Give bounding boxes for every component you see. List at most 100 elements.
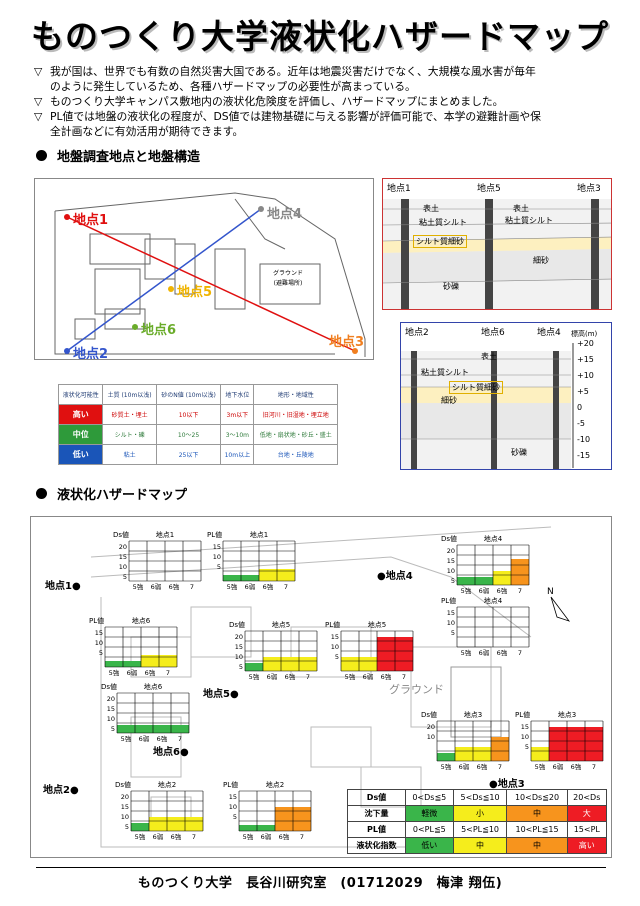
legend-head: PL値	[347, 821, 406, 838]
table-cell: 10〜25	[155, 424, 222, 445]
chart-bar	[141, 655, 159, 667]
chart-bar	[457, 577, 475, 585]
soil-site-label: 地点2	[405, 328, 429, 338]
chart-category-label: 5強	[121, 735, 132, 743]
point-name: 地点2	[43, 785, 70, 796]
chart-category-label: 6弱	[153, 833, 164, 841]
layer-label: 砂礫	[511, 448, 527, 457]
intro-line: ものつくり大学キャンパス敷地内の液状化危険度を評価し、ハザードマップにまとめまし…	[50, 95, 504, 108]
hazard-map: グラウンド N 地点1● 地点2● ●地点3 ●地点4 地点5● 地点6● 地点…	[30, 516, 612, 858]
legend-head: 沈下量	[347, 805, 406, 822]
legend-cell: 10<Ds≦20	[506, 789, 568, 806]
chart-site-title: 地点2	[158, 780, 176, 789]
chart-site-title: 地点5	[368, 620, 386, 629]
layer-label: 表土	[481, 352, 497, 361]
liquefaction-criteria-table: 液状化可能性 土質 (10m以浅) 砂のN値 (10m以浅) 地下水位 地形・地…	[57, 384, 338, 465]
table-header: 砂のN値 (10m以浅)	[155, 384, 222, 405]
chart-category-label: 6強	[169, 583, 180, 591]
legend-row: Ds値 0<Ds≦5 5<Ds≦10 10<Ds≦20 20<Ds	[347, 789, 608, 806]
intro-line: PL値では地盤の液状化の程度が、DS値では建物基礎に与える影響が評価可能で、本学…	[50, 110, 541, 123]
chart-category-label: 5強	[461, 649, 472, 657]
chart-bar	[359, 657, 377, 671]
chart-tick-label: 10	[95, 639, 103, 647]
chart-category-label: 6弱	[479, 587, 490, 595]
table-cell: 25以下	[155, 444, 222, 465]
chart-axis-label: PL値	[325, 620, 340, 629]
chart-bar	[259, 569, 277, 581]
chart-bar	[493, 571, 511, 585]
chart-category-label: 7	[498, 763, 502, 771]
chart-category-label: 5強	[135, 833, 146, 841]
chart-bar	[149, 817, 167, 831]
legend-cell: 20<Ds	[566, 789, 608, 806]
legend-cell: 10<PL≦15	[506, 821, 568, 838]
chart-tick-label: 10	[119, 563, 127, 571]
section-title: 地盤調査地点と地盤構造	[57, 150, 201, 165]
chart-axis-label: Ds値	[115, 780, 131, 789]
chart-bar	[275, 807, 293, 831]
legend-cell: 大	[566, 805, 608, 822]
chart-tick-label: 20	[121, 793, 129, 801]
point-label-2: 地点2	[73, 347, 109, 360]
chart-category-label: 6弱	[479, 649, 490, 657]
level-cell: 中位	[57, 424, 104, 445]
elevation-tick: +10	[577, 371, 594, 380]
chart-axis-label: PL値	[89, 616, 104, 625]
point-label-6: 地点6	[141, 323, 177, 338]
chart-axis-label: PL値	[223, 780, 238, 789]
chart-axis-label: Ds値	[421, 710, 437, 719]
point-marker	[132, 324, 138, 330]
chart-axis-label: PL値	[441, 596, 456, 605]
table-cell: 砂質土・埋土	[102, 404, 157, 425]
chart-site-title: 地点6	[144, 682, 163, 691]
chart-axis-label: Ds値	[441, 534, 457, 543]
chart-category-label: 7	[178, 735, 182, 743]
table-cell: 3〜10m	[220, 424, 255, 445]
chart-tick-label: 10	[331, 643, 339, 651]
layer-label: 細砂	[533, 256, 549, 265]
legend-cell: 0<Ds≦5	[405, 789, 454, 806]
chart-tick-label: 15	[447, 609, 455, 617]
point-name: 地点5	[203, 689, 230, 700]
table-cell: 10以下	[155, 404, 222, 425]
chart-bar	[171, 725, 189, 733]
chart-bar	[135, 725, 153, 733]
legend-row: 沈下量 軽微 小 中 大	[347, 805, 608, 822]
chart-tick-label: 15	[121, 803, 129, 811]
soil-profile-bottom: 地点2 地点6 地点4 標高(m) +20 +15 +10 +5 0 -5 -1…	[400, 322, 612, 470]
north-arrow: N	[543, 587, 583, 627]
chart-bar	[437, 753, 455, 761]
soil-site-label: 地点5	[477, 184, 501, 194]
chart-site-title: 地点1	[156, 530, 174, 539]
survey-map: グラウンド (避難場所) 地点1 地点2 地点3 地点4 地点5 地点6	[34, 178, 374, 360]
chart-category-label: 5強	[249, 673, 260, 681]
elevation-tick: -15	[577, 451, 591, 460]
layer-label: 細砂	[441, 396, 457, 405]
chart-tick-label: 5	[99, 649, 103, 657]
legend-cell: 0<PL≦5	[405, 821, 454, 838]
layer-label: 粘土質シルト	[505, 216, 553, 225]
table-header: 液状化可能性	[57, 384, 104, 405]
bullet-mark	[34, 79, 50, 94]
map-point-6: 地点6●	[153, 747, 189, 758]
legend-row: PL値 0<PL≦5 5<PL≦10 10<PL≦15 15<PL	[347, 821, 608, 838]
chart-category-label: 6弱	[261, 833, 272, 841]
layer-label: シルト質細砂	[413, 235, 467, 248]
layer-label: 粘土質シルト	[419, 218, 467, 227]
campus-outline	[54, 192, 366, 357]
map-point-3: ●地点3	[489, 779, 525, 790]
legend-cell: 中	[506, 837, 568, 854]
chart-tick-label: 10	[521, 733, 529, 741]
elevation-tick: +20	[577, 339, 594, 348]
elevation-unit: 標高(m)	[571, 330, 598, 338]
chart-tick-label: 10	[447, 619, 455, 627]
map-point-1: 地点1●	[45, 581, 81, 592]
point-marker	[64, 214, 70, 220]
chart-tick-label: 5	[233, 813, 237, 821]
